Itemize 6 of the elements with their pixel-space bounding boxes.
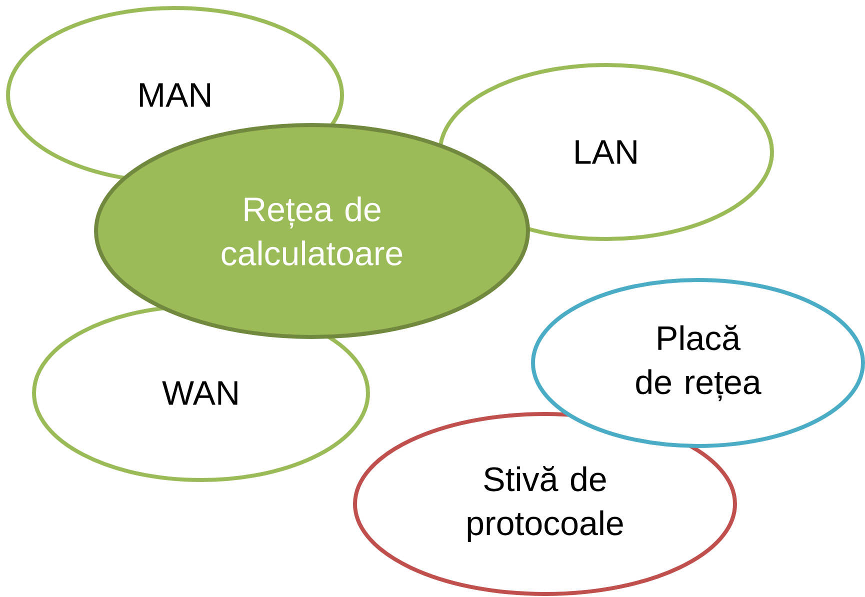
- ellipse-node: WAN: [32, 304, 370, 482]
- ellipse-node: Stivă de protocoale: [353, 412, 737, 596]
- ellipse-node: LAN: [438, 63, 774, 241]
- ellipse-node: Placă de rețea: [531, 278, 865, 448]
- ellipse-node: Rețea de calculatoare: [94, 123, 530, 339]
- node-label: Placă de rețea: [636, 324, 762, 402]
